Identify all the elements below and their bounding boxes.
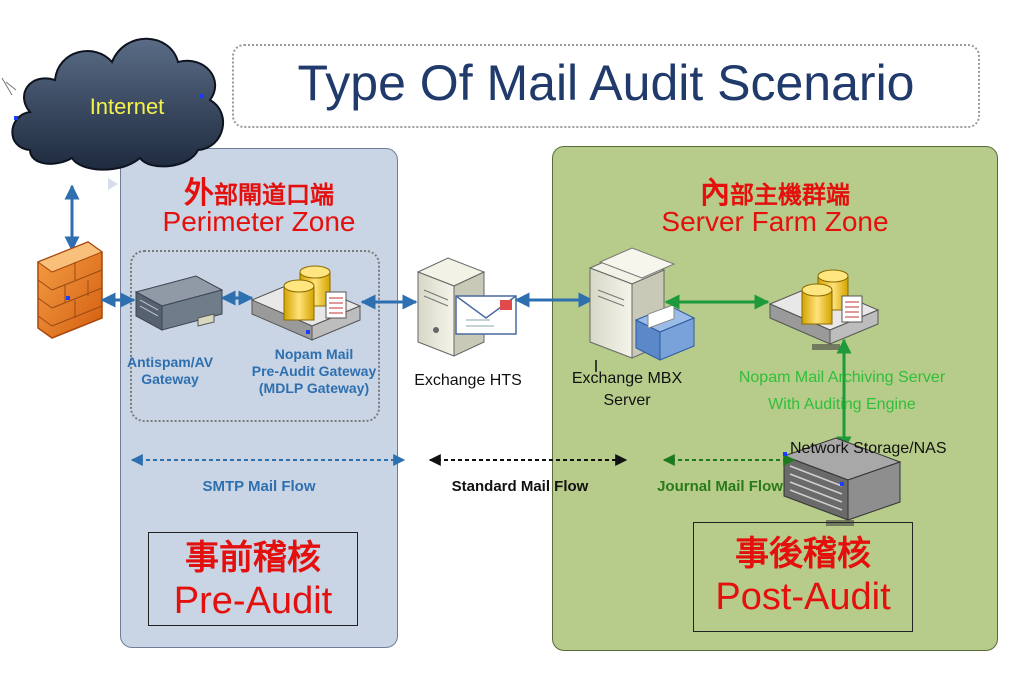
mbx-label-line1: Exchange MBX xyxy=(571,370,683,387)
perimeter-gateway-group xyxy=(130,250,380,422)
mbx-label-line2: Server xyxy=(603,392,651,409)
perimeter-zone-panel xyxy=(120,148,398,648)
pre-audit-cn: 事前稽核 xyxy=(185,539,321,577)
envelope-icon xyxy=(455,295,517,335)
post-audit-box: 事後稽核 Post-Audit xyxy=(693,522,913,632)
database-server-icon xyxy=(250,265,362,341)
small-triangle-mark xyxy=(108,178,118,190)
perimeter-zone-cn-title: 外部閘道口端 xyxy=(120,168,398,212)
post-audit-cn: 事後稽核 xyxy=(735,535,871,573)
nas-icon xyxy=(782,437,902,526)
preaudit-gateway-label: Nopam Mail Pre-Audit Gateway (MDLP Gatew… xyxy=(224,346,404,397)
smtp-flow-label: SMTP Mail Flow xyxy=(202,478,316,495)
exchange-mbx-label: Exchange MBX Server xyxy=(552,368,702,412)
server-farm-zone-panel xyxy=(552,146,998,651)
cloud-icon xyxy=(11,37,225,171)
server-farm-cn-first-char: 內 xyxy=(700,177,730,210)
mailbox-server-icon xyxy=(588,247,696,361)
archiving-server-label: Nopam Mail Archiving Server With Auditin… xyxy=(700,364,984,418)
antispam-label: Antispam/AV Gateway xyxy=(110,354,230,388)
antispam-label-line2: Gateway xyxy=(141,371,199,387)
archiving-label-line1: Nopam Mail Archiving Server xyxy=(738,369,946,386)
preaudit-label-line2: Pre-Audit Gateway xyxy=(251,363,377,379)
exchange-server-icon xyxy=(416,257,486,357)
archiving-label-line2: With Auditing Engine xyxy=(768,396,916,413)
internet-label: Internet xyxy=(89,94,165,119)
preaudit-label-line3: (MDLP Gateway) xyxy=(258,380,370,396)
server-farm-cn-title: 內部主機群端 xyxy=(552,168,998,212)
pre-audit-en: Pre-Audit xyxy=(173,580,333,622)
perimeter-cn-rest: 部閘道口端 xyxy=(214,182,334,209)
doodle-mark xyxy=(1,77,17,96)
preaudit-label-line1: Nopam Mail xyxy=(274,346,354,362)
title-frame xyxy=(232,44,980,128)
journal-flow-label: Journal Mail Flow xyxy=(657,478,783,495)
nas-label: Network Storage/NAS xyxy=(790,440,947,457)
gateway-appliance-icon xyxy=(134,275,224,331)
antispam-label-line1: Antispam/AV xyxy=(126,354,214,370)
server-farm-en-title: Server Farm Zone xyxy=(661,206,889,237)
exchange-hts-label: Exchange HTS xyxy=(414,372,522,389)
database-server-icon xyxy=(768,269,880,350)
perimeter-cn-first-char: 外 xyxy=(184,177,214,210)
standard-flow-label: Standard Mail Flow xyxy=(451,478,589,495)
post-audit-en: Post-Audit xyxy=(715,576,891,618)
selection-handles xyxy=(14,94,844,486)
pre-audit-box: 事前稽核 Pre-Audit xyxy=(148,532,358,626)
page-title: Type Of Mail Audit Scenario xyxy=(297,55,915,111)
firewall-icon xyxy=(36,241,104,339)
server-farm-cn-rest: 部主機群端 xyxy=(730,182,850,209)
perimeter-zone-en-title: Perimeter Zone xyxy=(162,206,356,237)
